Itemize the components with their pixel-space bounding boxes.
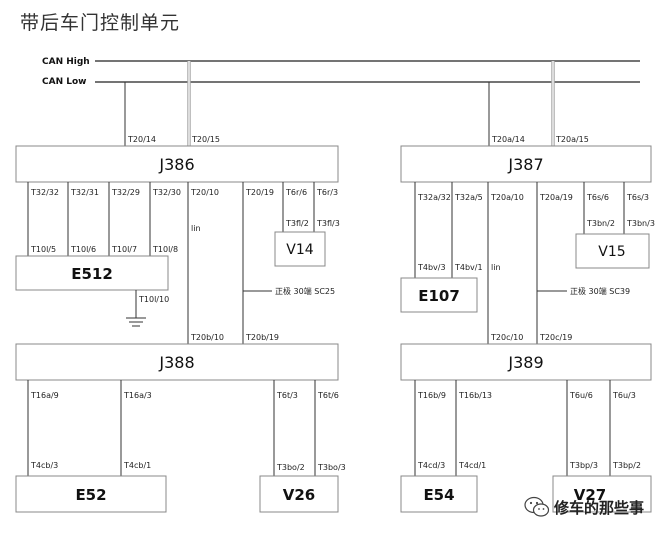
can-high-label: CAN High — [42, 57, 90, 67]
module-j387 — [400, 145, 652, 183]
power-label-sc39: 正极 30端 SC39 — [570, 286, 630, 296]
pin-label: T20c/19 — [539, 333, 572, 342]
pin-label: T10l/5 — [30, 245, 56, 254]
module-e54 — [400, 475, 478, 513]
pin-label: T20a/19 — [539, 193, 573, 202]
module-v14 — [274, 231, 326, 267]
pin-label: T20/10 — [190, 188, 219, 197]
pin-label: T20/19 — [245, 188, 274, 197]
pin-label: T6s/6 — [586, 193, 609, 202]
pin-label: T6t/3 — [276, 391, 298, 400]
pin-label: T10l/7 — [111, 245, 137, 254]
pin-label: T16a/9 — [30, 391, 59, 400]
pin-label: T20a/14 — [491, 135, 525, 144]
pin-label: T4cb/3 — [30, 461, 58, 470]
pin-label: T4cd/1 — [458, 461, 486, 470]
pin-label: T16a/3 — [123, 391, 152, 400]
wechat-icon — [524, 496, 550, 517]
pin-label: T32/31 — [70, 188, 99, 197]
pin-label: T3bn/3 — [626, 219, 655, 228]
pin-label: T3bo/2 — [276, 463, 305, 472]
pin-label: T32/29 — [111, 188, 140, 197]
module-e107 — [400, 277, 478, 313]
module-v15 — [575, 233, 650, 269]
module-v27-label: V27 — [574, 486, 606, 504]
pin-label: T32a/5 — [454, 193, 483, 202]
pin-label: T6u/3 — [612, 391, 636, 400]
module-j389 — [400, 343, 652, 381]
pin-label: T20b/19 — [245, 333, 279, 342]
pin-label: T32a/32 — [417, 193, 451, 202]
can-low-label: CAN Low — [42, 77, 86, 87]
module-e54-label: E54 — [423, 486, 454, 504]
module-v27 — [552, 475, 652, 513]
pin-label: T4bv/3 — [417, 263, 446, 272]
pin-label: T32/32 — [30, 188, 59, 197]
pin-label: T6s/3 — [626, 193, 649, 202]
pin-label: T3fl/2 — [285, 219, 309, 228]
module-e52 — [15, 475, 167, 513]
module-j388-label: J388 — [158, 353, 194, 372]
pin-label: T3bo/3 — [317, 463, 346, 472]
power-label-sc25: 正极 30端 SC25 — [275, 286, 335, 296]
module-j386 — [15, 145, 339, 183]
pin-label: T6r/6 — [285, 188, 307, 197]
pin-label: T4cd/3 — [417, 461, 445, 470]
module-v26 — [259, 475, 339, 513]
pin-label: T16b/13 — [458, 391, 492, 400]
pin-label: T32/30 — [152, 188, 181, 197]
pin-label: T3fl/3 — [316, 219, 340, 228]
pin-label: T3bn/2 — [586, 219, 615, 228]
pin-label: T3bp/2 — [612, 461, 641, 470]
pin-label: T20c/10 — [490, 333, 523, 342]
pin-label: T20a/15 — [555, 135, 589, 144]
module-e512 — [15, 255, 169, 291]
pin-label: T20a/10 — [490, 193, 524, 202]
module-j387-label: J387 — [507, 155, 543, 174]
pin-label: T16b/9 — [417, 391, 446, 400]
pin-label: T10l/10 — [138, 295, 169, 304]
watermark: 修车的那些事 — [524, 496, 644, 518]
lin-label: lin — [191, 224, 201, 233]
module-j388 — [15, 343, 339, 381]
module-v26-label: V26 — [283, 486, 315, 504]
pin-label: T6u/6 — [569, 391, 593, 400]
pin-label: T20/15 — [191, 135, 220, 144]
watermark-text: 修车的那些事 — [554, 498, 645, 517]
pin-label: T10l/8 — [152, 245, 178, 254]
pin-label: T20b/10 — [190, 333, 224, 342]
pin-label: T20/14 — [127, 135, 156, 144]
lin-label: lin — [491, 263, 501, 272]
module-v14-label: V14 — [286, 242, 313, 258]
pin-label: T3bp/3 — [569, 461, 598, 470]
pin-label: T6r/3 — [316, 188, 338, 197]
pin-label: T6t/6 — [317, 391, 339, 400]
module-v15-label: V15 — [598, 244, 625, 260]
pin-label: T4bv/1 — [454, 263, 483, 272]
pin-label: T4cb/1 — [123, 461, 151, 470]
module-e52-label: E52 — [75, 486, 106, 504]
module-e107-label: E107 — [418, 287, 460, 305]
module-j389-label: J389 — [507, 353, 543, 372]
pin-label: T10l/6 — [70, 245, 96, 254]
module-e512-label: E512 — [71, 265, 113, 283]
page-title: 带后车门控制单元 — [20, 12, 181, 34]
module-j386-label: J386 — [158, 155, 194, 174]
